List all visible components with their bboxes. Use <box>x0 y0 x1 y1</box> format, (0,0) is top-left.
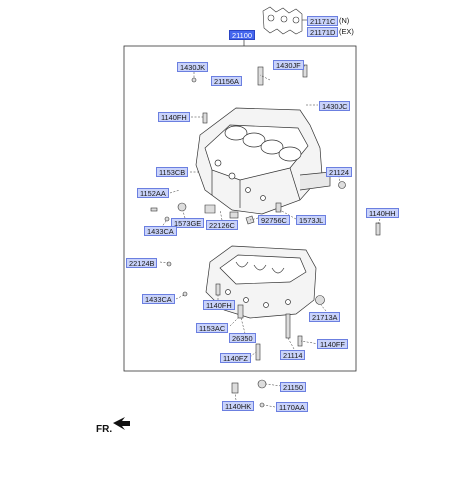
part-label[interactable]: 1140HK <box>222 401 255 411</box>
part-label[interactable]: 21156A <box>211 76 242 86</box>
gasket-variant-ex: (EX) <box>339 27 354 36</box>
upper-block-illustration <box>195 107 331 215</box>
part-label[interactable]: 92756C <box>258 215 290 225</box>
gasket-part-label-n[interactable]: 21171C <box>307 16 339 26</box>
part-label[interactable]: 1573JL <box>296 215 327 225</box>
part-label[interactable]: 1573GE <box>171 218 205 228</box>
assembly-frame <box>123 45 357 372</box>
part-label[interactable]: 1140FH <box>158 112 190 122</box>
part-label[interactable]: 26350 <box>229 333 256 343</box>
part-label[interactable]: 1140FZ <box>220 353 251 363</box>
part-label[interactable]: 21713A <box>309 312 341 322</box>
part-label[interactable]: 1433CA <box>142 294 175 304</box>
part-label[interactable]: 1430JF <box>273 60 304 70</box>
gasket-variant-n: (N) <box>339 16 350 25</box>
small-parts <box>150 64 381 408</box>
part-label[interactable]: 1140HH <box>366 208 399 218</box>
part-label[interactable]: 1430JK <box>177 62 209 72</box>
front-direction-label: FR. <box>96 424 113 435</box>
part-label[interactable]: 1140FH <box>203 300 235 310</box>
gasket-illustration <box>262 6 308 35</box>
part-label[interactable]: 1153CB <box>156 167 189 177</box>
main-part-label[interactable]: 21100 <box>229 30 256 40</box>
part-label[interactable]: 21124 <box>326 167 353 177</box>
part-label[interactable]: 1430JC <box>319 101 351 111</box>
part-label[interactable]: 21150 <box>280 382 307 392</box>
part-label[interactable]: 1170AA <box>276 402 308 412</box>
part-label[interactable]: 21114 <box>280 350 306 360</box>
part-label[interactable]: 1433CA <box>144 226 177 236</box>
leader-lines <box>158 63 381 408</box>
part-label[interactable]: 1152AA <box>137 188 169 198</box>
part-label[interactable]: 22126C <box>206 220 238 230</box>
front-arrow-icon <box>113 417 130 430</box>
part-label[interactable]: 22124B <box>126 258 158 268</box>
part-label[interactable]: 1153AC <box>196 323 229 333</box>
part-label[interactable]: 1140FF <box>317 339 348 349</box>
gasket-part-label-ex[interactable]: 21171D <box>307 27 339 37</box>
